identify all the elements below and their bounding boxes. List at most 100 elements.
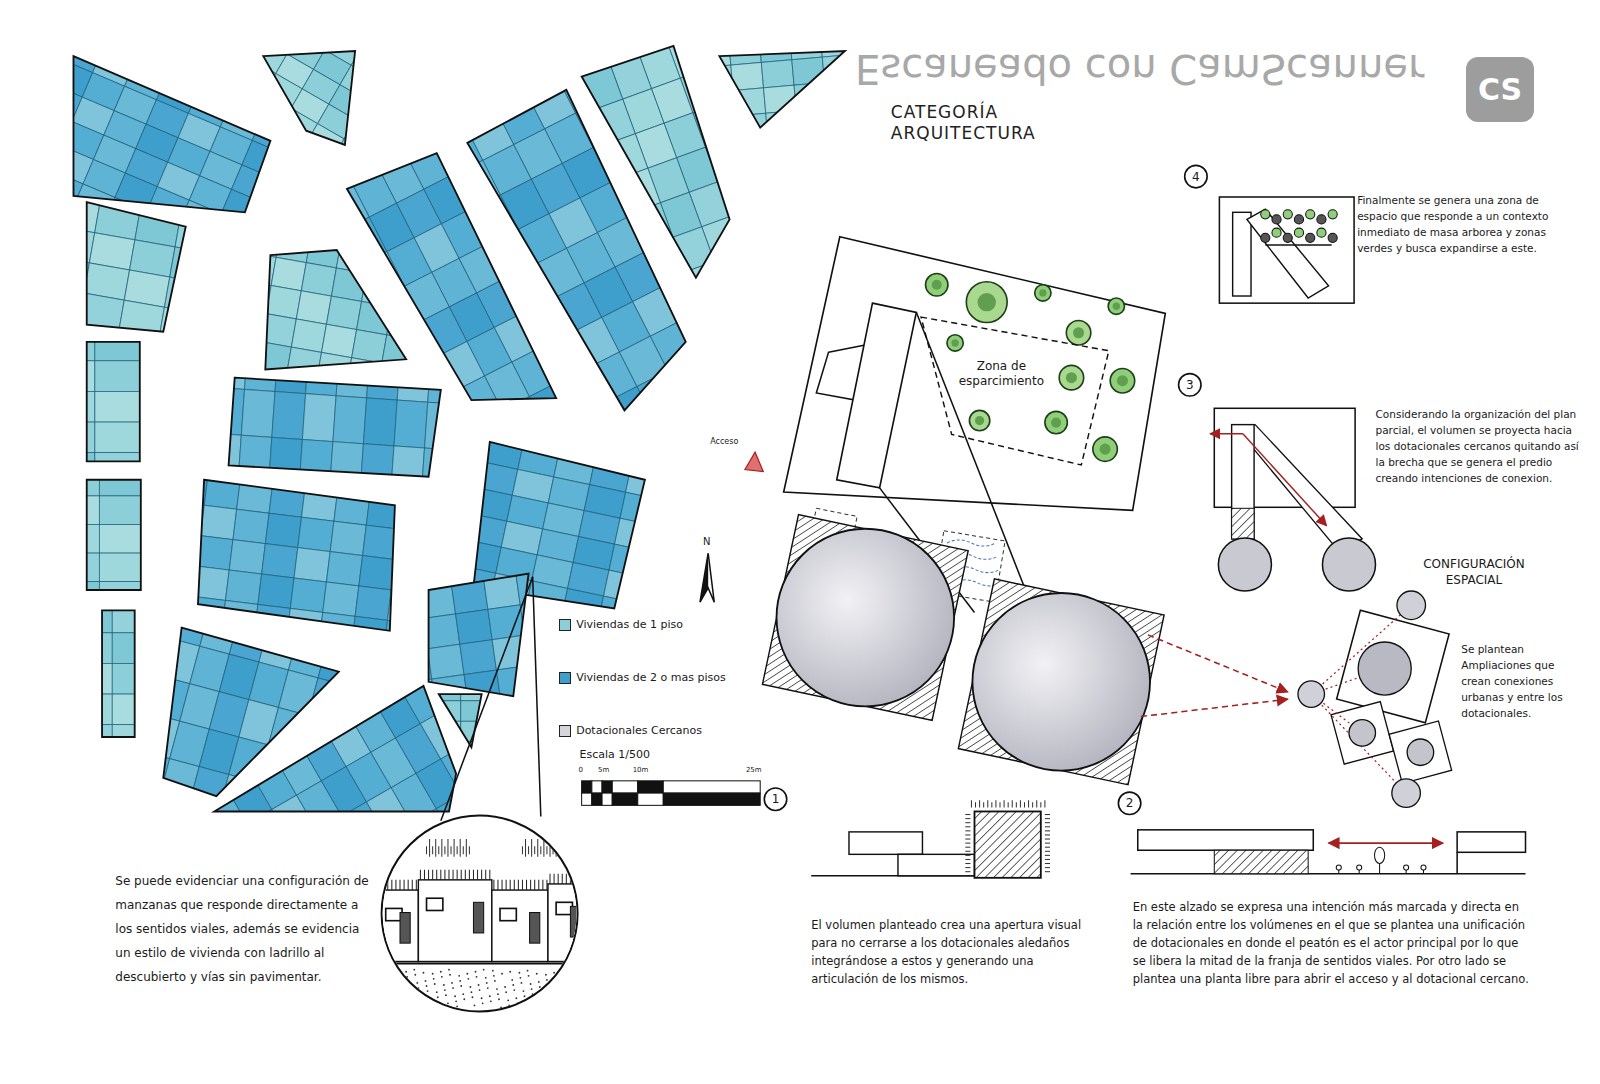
gravel-dot bbox=[383, 987, 385, 989]
gravel-dot bbox=[445, 994, 447, 996]
gravel-dot bbox=[509, 971, 511, 973]
sun-stroke bbox=[1045, 867, 1050, 868]
parcel bbox=[271, 257, 306, 290]
facility-circle bbox=[1392, 779, 1421, 808]
gravel-dot bbox=[481, 997, 483, 999]
tree-core bbox=[1117, 375, 1128, 386]
parcel bbox=[859, 128, 892, 156]
parcel bbox=[295, 143, 333, 178]
parcel bbox=[766, 111, 799, 139]
scale-segment bbox=[638, 781, 664, 793]
gravel-dot bbox=[543, 1004, 545, 1006]
parcel bbox=[796, 108, 829, 136]
parcel bbox=[221, 194, 267, 231]
pedestrian bbox=[1423, 870, 1424, 874]
house-facade bbox=[548, 884, 589, 962]
parcel bbox=[299, 439, 333, 487]
parcel bbox=[488, 605, 525, 640]
gravel-dot bbox=[573, 981, 575, 983]
city-block bbox=[696, 1, 895, 195]
parcel bbox=[30, 195, 72, 233]
parcel bbox=[296, 291, 331, 324]
roof-tile bbox=[522, 880, 523, 890]
foliage-stroke bbox=[528, 846, 529, 854]
parcel bbox=[492, 635, 529, 670]
parcel bbox=[305, 682, 350, 732]
sun-stroke bbox=[1045, 859, 1050, 860]
tree bbox=[1306, 233, 1315, 242]
parcel bbox=[231, 724, 276, 774]
parcel bbox=[430, 346, 479, 396]
parcel bbox=[372, 157, 421, 207]
parcel bbox=[440, 701, 460, 721]
roof-tile bbox=[582, 874, 583, 884]
parcel bbox=[225, 190, 270, 238]
house-facade bbox=[492, 890, 548, 961]
gravel-dot bbox=[557, 990, 559, 992]
gravel-dot bbox=[475, 971, 477, 973]
parcel bbox=[209, 812, 249, 857]
gravel-dot bbox=[466, 973, 468, 975]
tree bbox=[1045, 411, 1067, 433]
parcel bbox=[199, 64, 241, 102]
roof-tile bbox=[497, 880, 498, 890]
roof-tile bbox=[399, 880, 400, 890]
gravel-dot bbox=[562, 975, 564, 977]
parcel bbox=[103, 24, 145, 62]
parcel bbox=[774, 257, 823, 307]
parcel bbox=[511, 51, 552, 96]
gravel-dot bbox=[462, 993, 464, 995]
roof-tile bbox=[502, 880, 503, 890]
scanner-logo: CS bbox=[1466, 57, 1533, 122]
sun-stroke bbox=[1004, 800, 1005, 807]
parcel bbox=[152, 467, 205, 496]
zone-label: Zona de esparcimiento bbox=[951, 359, 1051, 389]
parcel bbox=[269, 483, 305, 517]
scale-segment bbox=[582, 793, 592, 805]
parcel bbox=[253, 93, 291, 128]
tree bbox=[1306, 210, 1315, 219]
parcel bbox=[148, 422, 201, 453]
city-map bbox=[0, 0, 894, 944]
parcel-grid bbox=[0, 0, 358, 314]
scale-number: 5m bbox=[598, 766, 609, 774]
city-block bbox=[90, 555, 426, 889]
gravel-dot bbox=[440, 971, 442, 973]
scale-segment bbox=[592, 793, 602, 805]
gravel-dot bbox=[407, 981, 409, 983]
parcel bbox=[447, 380, 496, 430]
parcel bbox=[668, 355, 717, 405]
parcel bbox=[529, 391, 570, 425]
scale-segment bbox=[602, 781, 612, 793]
tree bbox=[1283, 233, 1292, 242]
parcel bbox=[578, 144, 619, 189]
roof-tile bbox=[549, 874, 550, 884]
parcel bbox=[367, 352, 401, 400]
facility-circle bbox=[1218, 538, 1271, 591]
tree-core bbox=[975, 416, 984, 425]
sun-stroke bbox=[1040, 802, 1041, 807]
parcel bbox=[205, 284, 251, 321]
parcel bbox=[358, 611, 398, 656]
parcel bbox=[135, 37, 177, 75]
parcel bbox=[239, 579, 279, 624]
parcel bbox=[145, 633, 178, 664]
spatial-configuration bbox=[1298, 591, 1452, 807]
gravel-dot bbox=[478, 984, 480, 986]
foliage-stroke bbox=[429, 839, 430, 857]
projection-arrow bbox=[1243, 434, 1327, 526]
gravel-dot bbox=[402, 996, 404, 998]
parcel bbox=[260, 660, 305, 710]
parcel bbox=[571, 13, 620, 63]
roof-tile bbox=[530, 880, 531, 890]
parcel bbox=[49, 226, 95, 263]
parcel bbox=[165, 668, 210, 718]
parcel bbox=[330, 521, 366, 555]
parcel bbox=[47, 633, 80, 664]
parcel bbox=[46, 582, 99, 611]
roof-tile bbox=[534, 880, 535, 890]
parcel bbox=[278, 300, 312, 348]
zone-outline bbox=[918, 314, 1112, 469]
parcel bbox=[456, 609, 493, 644]
gravel-dot bbox=[425, 980, 427, 982]
